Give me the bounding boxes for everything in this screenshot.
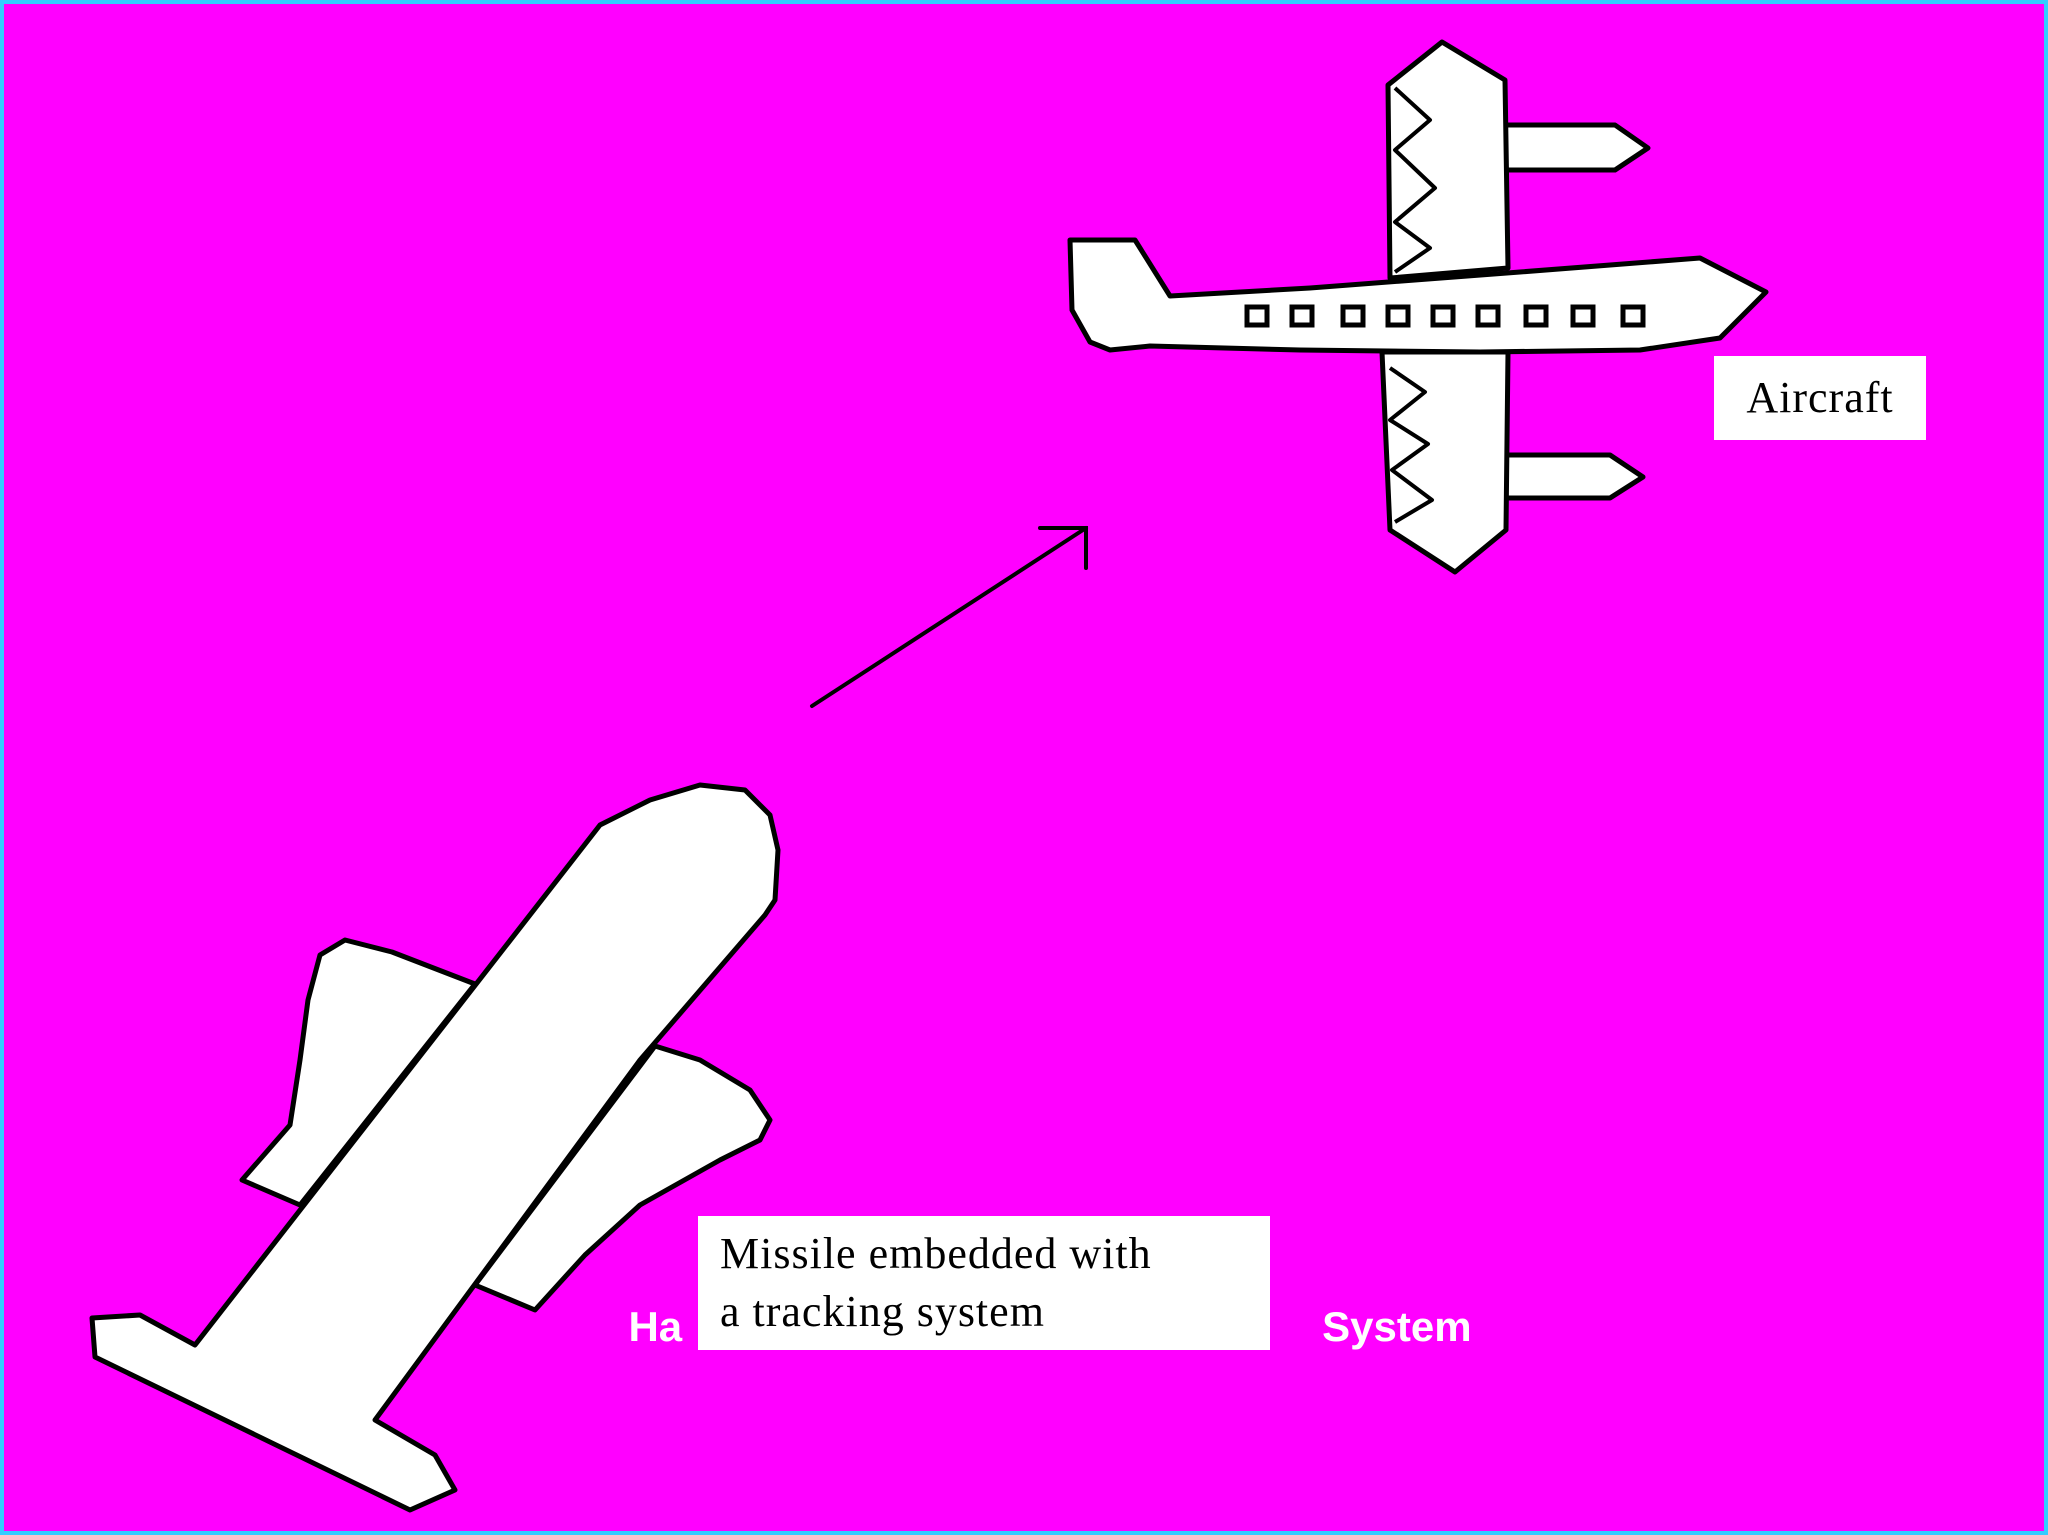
aircraft-label-text: Aircraft	[1746, 373, 1894, 422]
caption: Ha System	[600, 1302, 1500, 1352]
caption-left: Ha	[628, 1303, 683, 1350]
missile-icon	[89, 782, 781, 1513]
aircraft-label: Aircraft	[1714, 356, 1926, 440]
tracking-arrow-icon	[810, 526, 1088, 708]
missile-label-line-2: a tracking system	[720, 1287, 1045, 1336]
missile-label-line-1: Missile embedded with	[720, 1229, 1152, 1278]
missile-label: Missile embedded with a tracking system	[698, 1216, 1270, 1350]
aircraft-windows	[1244, 304, 1646, 328]
caption-right: System	[1322, 1303, 1472, 1350]
